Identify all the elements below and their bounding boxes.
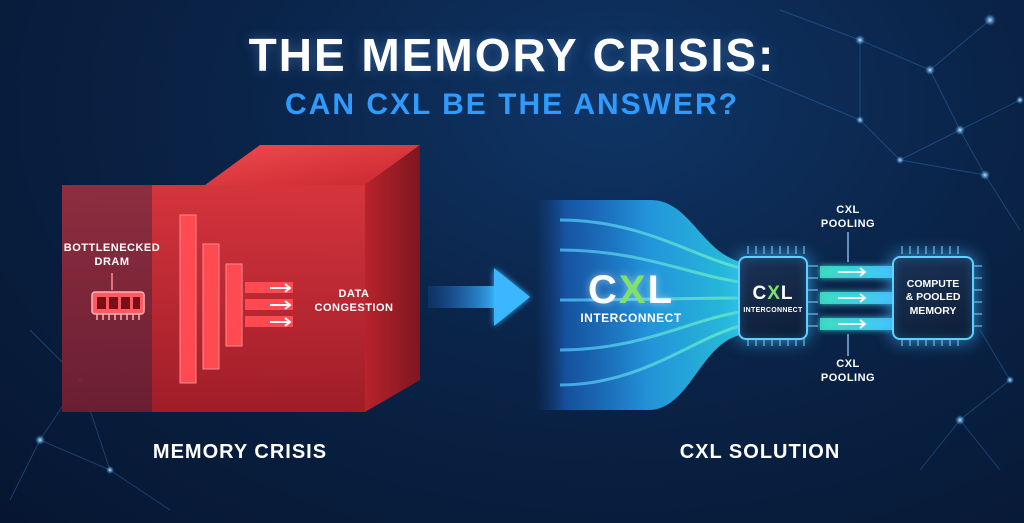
network-nodes <box>35 14 1024 474</box>
page-title: THE MEMORY CRISIS: <box>248 29 776 81</box>
pooling-top-line2: POOLING <box>820 217 876 230</box>
page-subtitle: CAN CXL BE THE ANSWER? <box>284 88 739 121</box>
compute-line3: MEMORY <box>909 304 957 317</box>
chip-cxl-logo: CXL <box>752 282 794 304</box>
bottleneck-bars <box>179 214 243 384</box>
cxl-logo-text: CXL <box>587 268 674 312</box>
cxl-logo: CXL INTERCONNECT <box>566 268 696 326</box>
bottlenecked-dram-label: BOTTLENECKED DRAM <box>60 242 164 270</box>
dram-module-icon <box>91 273 145 320</box>
cxl-solution-section-label: CXL SOLUTION <box>679 441 841 463</box>
cxl-interconnect-label: INTERCONNECT <box>580 311 682 325</box>
congestion-label-line1: DATA <box>338 288 370 300</box>
compute-line2: & POOLED <box>905 291 961 304</box>
chip-pins <box>747 246 982 346</box>
compute-label: COMPUTE & POOLED MEMORY <box>906 278 961 319</box>
pooling-bottom-line1: CXL <box>836 358 860 370</box>
cxl-interconnect-chip: CXL INTERCONNECT <box>738 256 808 340</box>
transition-arrow-icon <box>428 268 530 326</box>
cxl-pooling-bottom-label: CXL POOLING <box>808 358 888 386</box>
congestion-label-line2: CONGESTION <box>314 301 394 314</box>
data-congestion-label: DATA CONGESTION <box>302 288 406 316</box>
memory-crisis-section-label: MEMORY CRISIS <box>152 441 328 463</box>
pooling-bottom-line2: POOLING <box>820 371 876 384</box>
pooling-lanes <box>820 232 892 356</box>
congestion-streams <box>245 282 293 327</box>
dram-label-line2: DRAM <box>94 255 130 268</box>
pooling-top-line1: CXL <box>836 204 860 216</box>
dram-label-line1: BOTTLENECKED <box>63 242 161 254</box>
cxl-pooling-top-label: CXL POOLING <box>808 204 888 232</box>
compute-pooled-memory-chip: COMPUTE & POOLED MEMORY <box>892 256 974 340</box>
chip-interconnect-label: INTERCONNECT <box>743 306 803 314</box>
cxl-field <box>535 200 741 410</box>
compute-line1: COMPUTE <box>906 277 960 290</box>
